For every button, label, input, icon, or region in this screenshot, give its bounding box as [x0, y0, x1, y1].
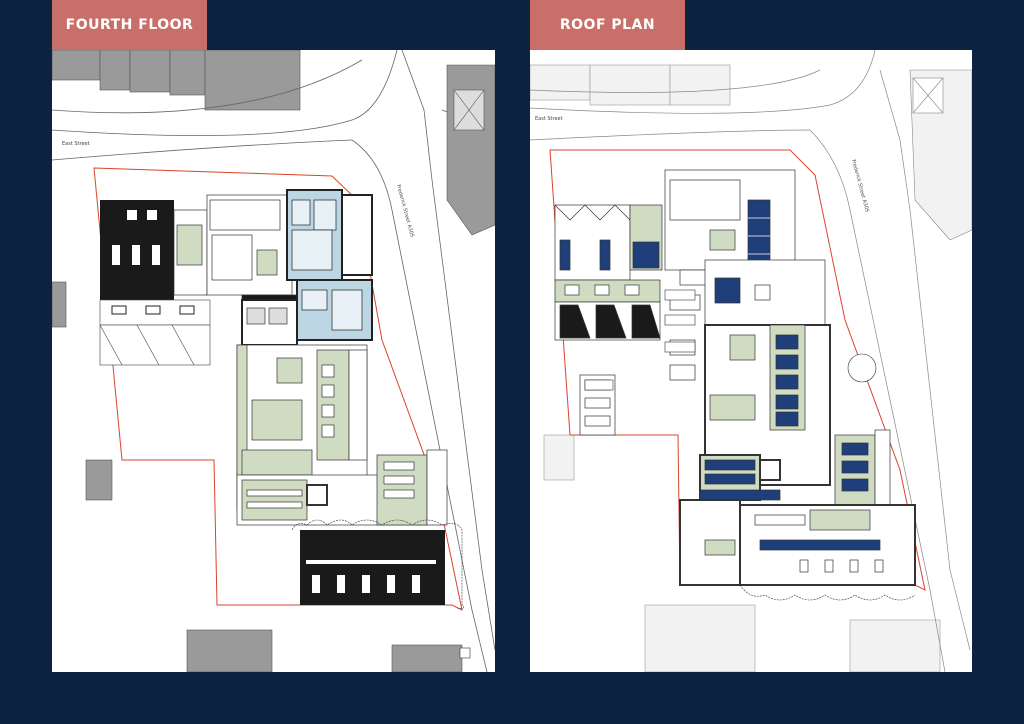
fourth-floor-drawing: East Street Frederick Street A305 [52, 50, 495, 672]
neighbour-buildings-top [52, 50, 463, 672]
roof-roads [530, 50, 971, 672]
street-label-east: East Street [62, 141, 90, 147]
roof-plan-label-text: ROOF PLAN [559, 17, 656, 33]
roof-street-label-east: East Street [535, 116, 563, 122]
fourth-floor-label: FOURTH FLOOR [52, 0, 207, 50]
fourth-floor-marker [459, 647, 471, 659]
roads [52, 50, 495, 672]
roof-lower [679, 499, 916, 601]
roof-plan: East Street Frederick Street A305 [530, 50, 972, 672]
street-label-frederick: Frederick Street A305 [395, 184, 415, 238]
fourth-floor-plan: East Street Frederick Street A305 [52, 50, 495, 672]
block-upper-centre [173, 194, 298, 346]
roof-left-block [554, 204, 663, 436]
roof-plan-drawing: East Street Frederick Street A305 [530, 50, 972, 672]
neighbour-building-right [446, 64, 495, 236]
roof-plan-label: ROOF PLAN [530, 0, 685, 50]
fourth-floor-label-text: FOURTH FLOOR [65, 17, 194, 33]
roof-neighbour-right [909, 69, 972, 241]
blue-apartment [286, 189, 373, 341]
roof-site-boundary [549, 149, 926, 591]
block-bottom [291, 519, 464, 609]
roof-parking [584, 289, 696, 391]
site-boundary [93, 167, 463, 611]
roof-circular-feature [847, 353, 877, 383]
block-left [99, 200, 211, 366]
roof-neighbours [530, 64, 941, 672]
roof-centre [664, 169, 891, 506]
roof-street-label-frederick: Frederick Street A305 [850, 159, 870, 213]
block-lower-centre [236, 344, 448, 526]
